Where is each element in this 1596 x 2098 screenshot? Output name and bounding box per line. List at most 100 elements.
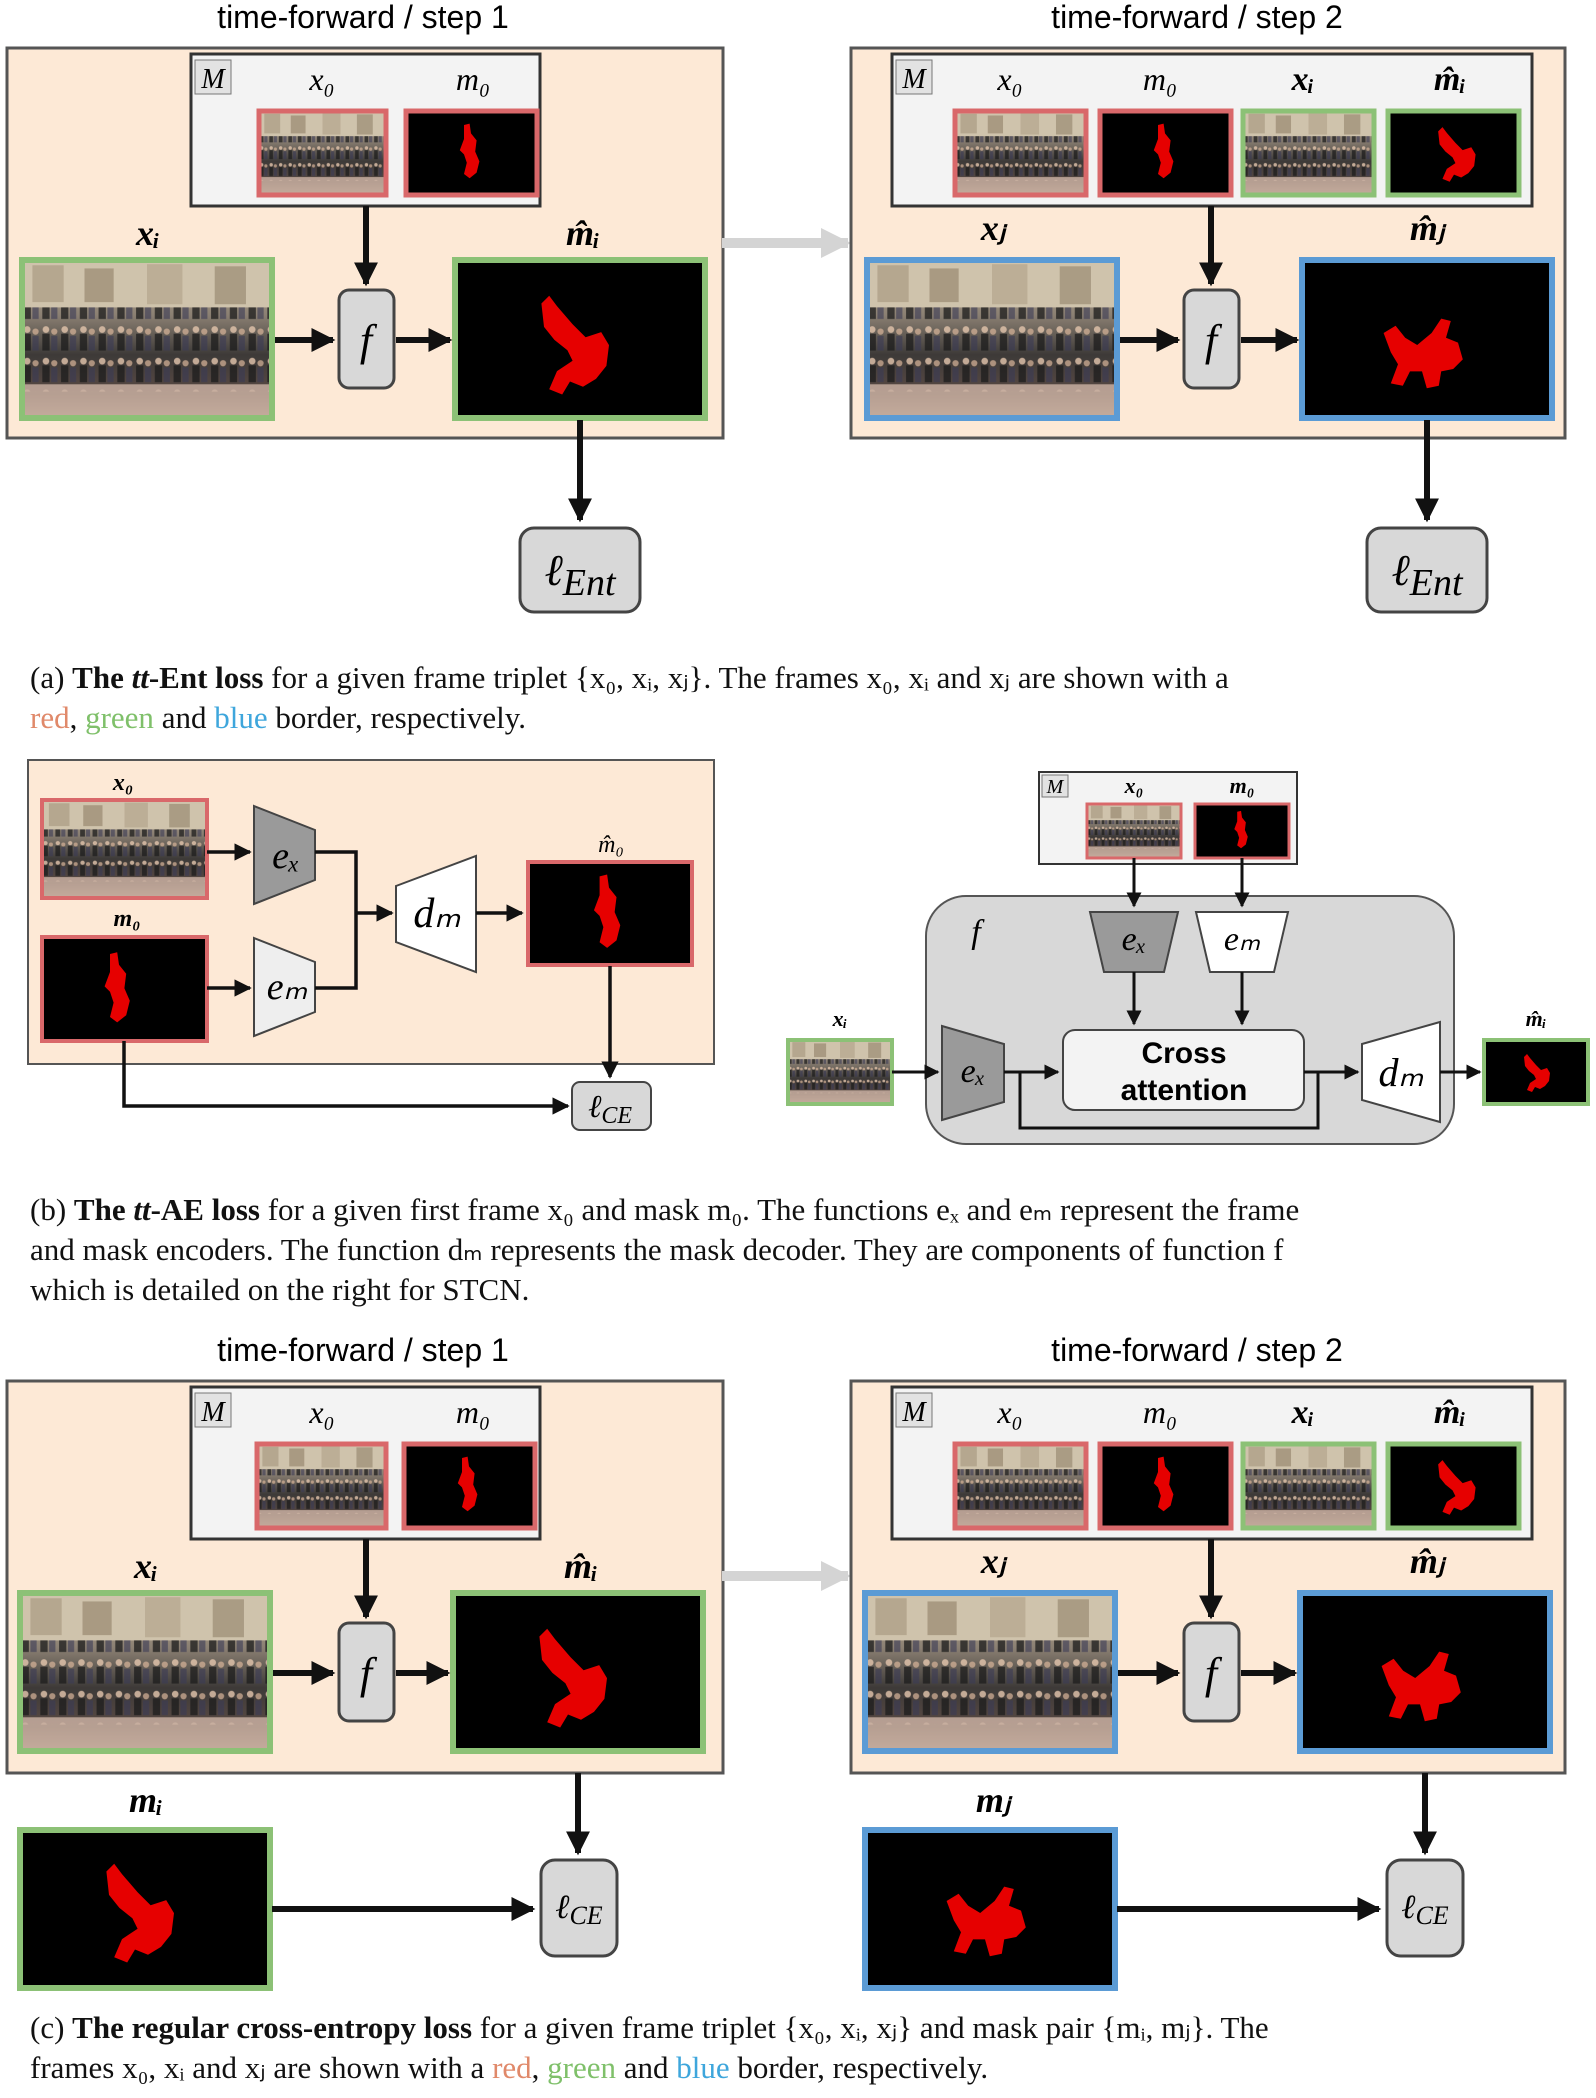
c-loss-ce-2-main: ℓ <box>1401 1889 1415 1926</box>
c-f-box <box>337 1621 396 1723</box>
label-mhat-i-2: m̂ᵢ <box>1434 61 1466 98</box>
c-memory-label: M <box>200 1397 226 1428</box>
caption-b-t2: and mask encoders. The function dₘ repre… <box>30 1232 1284 1267</box>
frame-xj <box>864 257 1120 421</box>
cross-attention-line2: attention <box>1121 1074 1248 1107</box>
ae-em-trapezoid <box>253 936 316 1038</box>
stcn-thumb-x0 <box>1085 802 1183 860</box>
stcn-thumb-m0 <box>1193 802 1291 860</box>
f-box-2 <box>1182 288 1241 390</box>
stcn-skip-line <box>1018 1072 1320 1130</box>
c-label-mhat-i: m̂ᵢ <box>564 1546 598 1586</box>
c-label-mj: mⱼ <box>976 1780 1013 1820</box>
thumb-x0 <box>256 108 389 198</box>
c-frame-mi <box>17 1827 273 1991</box>
loss-ent-1-main: ℓ <box>544 546 563 595</box>
c-step1-title: time-forward / step 1 <box>217 1332 509 1368</box>
c-label-x0-2: x₀ <box>996 1394 1022 1430</box>
c-loss-ce-box-1 <box>539 1858 619 1958</box>
c-step2-title: time-forward / step 2 <box>1051 1332 1343 1368</box>
c-memory-label-box-2 <box>895 1392 933 1428</box>
step1-title: time-forward / step 1 <box>217 0 509 35</box>
c-loss-ce-1-sub: CE <box>569 1901 602 1930</box>
caption-b-bold-the: The <box>73 1192 134 1227</box>
ae-thumb-m0 <box>40 935 209 1043</box>
ae-loss-box <box>571 1081 652 1131</box>
caption-a-bold-the: The <box>72 660 132 695</box>
label-xi: xᵢ <box>135 213 160 253</box>
c-label-xj: xⱼ <box>980 1541 1008 1581</box>
caption-a-end: border, respectively. <box>267 700 526 735</box>
stcn-em-top-label: eₘ <box>1224 921 1261 958</box>
caption-b: (b) The tt-AE loss for a given first fra… <box>30 1190 1575 1310</box>
c-frame-mhat-i <box>450 1590 706 1754</box>
caption-c-t1: for a given frame triplet {x₀, xᵢ, xⱼ} a… <box>472 2010 1269 2045</box>
label-x0: x₀ <box>308 61 334 97</box>
caption-c-blue: blue <box>676 2050 730 2085</box>
c-loss-ce-2: ℓCE <box>1401 1889 1449 1930</box>
caption-b-t3: which is detailed on the right for STCN. <box>30 1272 530 1307</box>
panel-a: time-forward / step 1 time-forward / ste… <box>5 0 1567 614</box>
c-loss-ce-1-main: ℓ <box>555 1889 569 1926</box>
caption-a: (a) The tt-Ent loss for a given frame tr… <box>30 658 1575 738</box>
caption-a-red: red <box>30 700 70 735</box>
caption-c-end: border, respectively. <box>729 2050 989 2085</box>
ae-thumb-x0 <box>40 798 209 900</box>
ae-dm-trapezoid <box>395 854 477 974</box>
loss-ent-box-1 <box>518 526 642 614</box>
c-loss-ce-1: ℓCE <box>555 1889 603 1930</box>
caption-b-bold-it: tt <box>133 1192 151 1227</box>
ae-line-em-merge <box>315 913 358 990</box>
stcn-thumb-xi <box>786 1038 894 1106</box>
caption-c-and: and <box>616 2050 677 2085</box>
c-frame-xj <box>862 1590 1118 1754</box>
ae-label-m0: m₀ <box>113 906 140 932</box>
c-label-m0-2: m₀ <box>1143 1394 1177 1430</box>
caption-a-bold: -Ent loss <box>148 660 264 695</box>
c-label-xi-2: xᵢ <box>1291 1394 1315 1431</box>
stcn-ex-top-label: eₓ <box>1122 921 1147 958</box>
stcn-label-mhat-i: m̂ᵢ <box>1526 1006 1547 1031</box>
label-mhat-i: m̂ᵢ <box>566 213 600 253</box>
c-thumb-xi-2 <box>1240 1441 1377 1531</box>
c-thumb-x0 <box>254 1441 389 1531</box>
frame-xi <box>19 257 275 421</box>
caption-a-green: green <box>85 700 154 735</box>
thumb-m0-2 <box>1097 108 1234 198</box>
caption-c: (c) The regular cross-entropy loss for a… <box>30 2008 1575 2088</box>
c-thumb-m0-2 <box>1097 1441 1234 1531</box>
panel-b: x₀ m₀ eₓ eₘ dₘ m̂₀ ℓCE M x₀ m₀ f <box>27 759 1590 1145</box>
memory-label-box <box>194 59 232 95</box>
frame-mhat-i <box>452 257 708 421</box>
c-thumb-m0 <box>401 1441 538 1531</box>
step2-title: time-forward / step 2 <box>1051 0 1343 35</box>
caption-c-prefix: (c) <box>30 2010 73 2045</box>
caption-b-bold: -AE loss <box>150 1192 260 1227</box>
ae-loss-sub: CE <box>601 1103 632 1129</box>
loss-ent-box-2 <box>1365 526 1489 614</box>
c-label-mhat-i-2: m̂ᵢ <box>1434 1394 1466 1431</box>
c-label-mhat-j: m̂ⱼ <box>1410 1541 1447 1581</box>
cross-attention-box <box>1062 1029 1305 1111</box>
ae-arrow-m0-loss <box>122 1041 570 1115</box>
c-f-box-2 <box>1182 1621 1241 1723</box>
caption-c-green: green <box>547 2050 617 2085</box>
label-x0-2: x₀ <box>996 61 1022 97</box>
label-m0: m₀ <box>456 61 490 97</box>
loss-ent-2-sub: Ent <box>1409 562 1464 604</box>
c-frame-mj <box>862 1827 1118 1991</box>
stcn-label-x0: x₀ <box>1124 773 1144 798</box>
stcn-ex-mid <box>941 1024 1005 1122</box>
thumb-mhat-i-2 <box>1385 108 1522 198</box>
c-label-xi: xᵢ <box>133 1546 158 1586</box>
frame-mhat-j <box>1299 257 1555 421</box>
loss-ent-2: ℓEnt <box>1391 546 1464 604</box>
c-label-mi: mᵢ <box>129 1780 163 1820</box>
stcn-memory-label: M <box>1046 776 1065 798</box>
caption-a-prefix: (a) <box>30 660 73 695</box>
ae-em-label: eₘ <box>267 966 308 1008</box>
c-frame-xi <box>17 1590 273 1754</box>
c-frame-mhat-j <box>1297 1590 1553 1754</box>
caption-c-t2: frames x₀, xᵢ and xⱼ are shown with a <box>30 2050 493 2085</box>
